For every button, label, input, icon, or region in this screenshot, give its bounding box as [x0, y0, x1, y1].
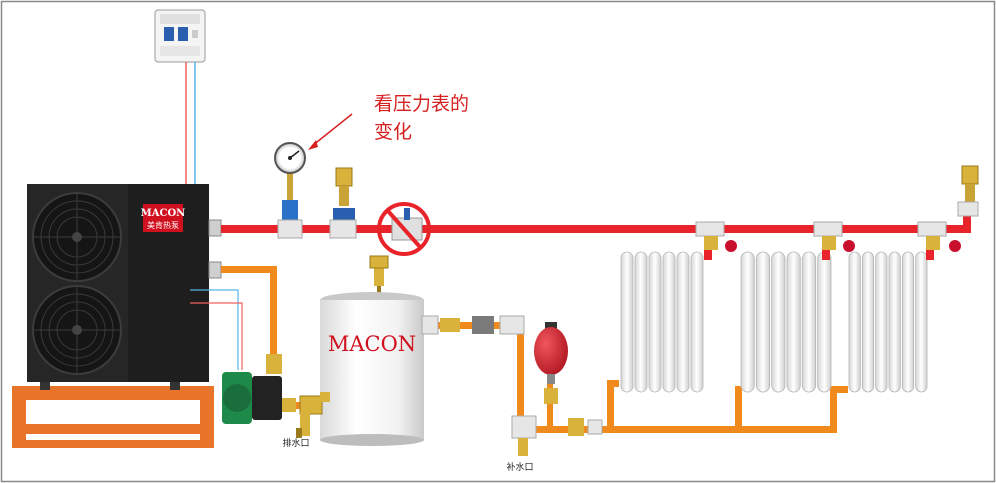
radiator-fin	[876, 252, 887, 392]
radiator	[849, 252, 927, 392]
radiator-fin	[741, 252, 754, 392]
radiator-group	[621, 252, 927, 392]
radiator	[741, 252, 831, 392]
radiator	[621, 252, 703, 392]
annotation-line-1: 看压力表的	[374, 93, 469, 115]
drain-valve	[296, 412, 310, 438]
water-tank: MACON	[300, 256, 524, 446]
expansion-tank	[534, 322, 568, 404]
fill-valve	[512, 416, 602, 456]
breaker-icon	[155, 10, 205, 62]
radiator-fin	[916, 252, 927, 392]
radiator-valves	[696, 166, 978, 260]
circulation-pump	[222, 354, 296, 424]
radiator-fin	[862, 252, 873, 392]
heat-pump-unit: MACON 美肯热泵	[27, 184, 242, 382]
tank-brand: MACON	[328, 332, 416, 356]
fill-outlet-label: 补水口	[506, 461, 533, 473]
radiator-fin	[635, 252, 647, 392]
heat-pump-stand	[12, 382, 214, 448]
annotation-line-2: 变化	[374, 121, 412, 143]
radiator-fin	[787, 252, 800, 392]
heat-pump-brand: MACON	[141, 208, 186, 219]
air-vent-icon	[330, 168, 356, 238]
radiator-fin	[889, 252, 900, 392]
pressure-gauge-icon	[275, 143, 305, 238]
radiator-fin	[649, 252, 661, 392]
drain-outlet-label: 排水口	[282, 437, 309, 449]
fan-icon	[33, 286, 121, 374]
radiator-fin	[756, 252, 769, 392]
radiator-fin	[849, 252, 860, 392]
annotation-arrow	[312, 114, 352, 146]
radiator-fin	[677, 252, 689, 392]
radiator-fin	[818, 252, 831, 392]
radiator-fin	[691, 252, 703, 392]
heat-pump-brand-cn: 美肯热泵	[147, 220, 179, 230]
radiator-fin	[902, 252, 913, 392]
radiator-fin	[663, 252, 675, 392]
fan-icon	[33, 193, 121, 281]
radiator-fin	[621, 252, 633, 392]
radiator-fin	[772, 252, 785, 392]
radiator-fin	[802, 252, 815, 392]
